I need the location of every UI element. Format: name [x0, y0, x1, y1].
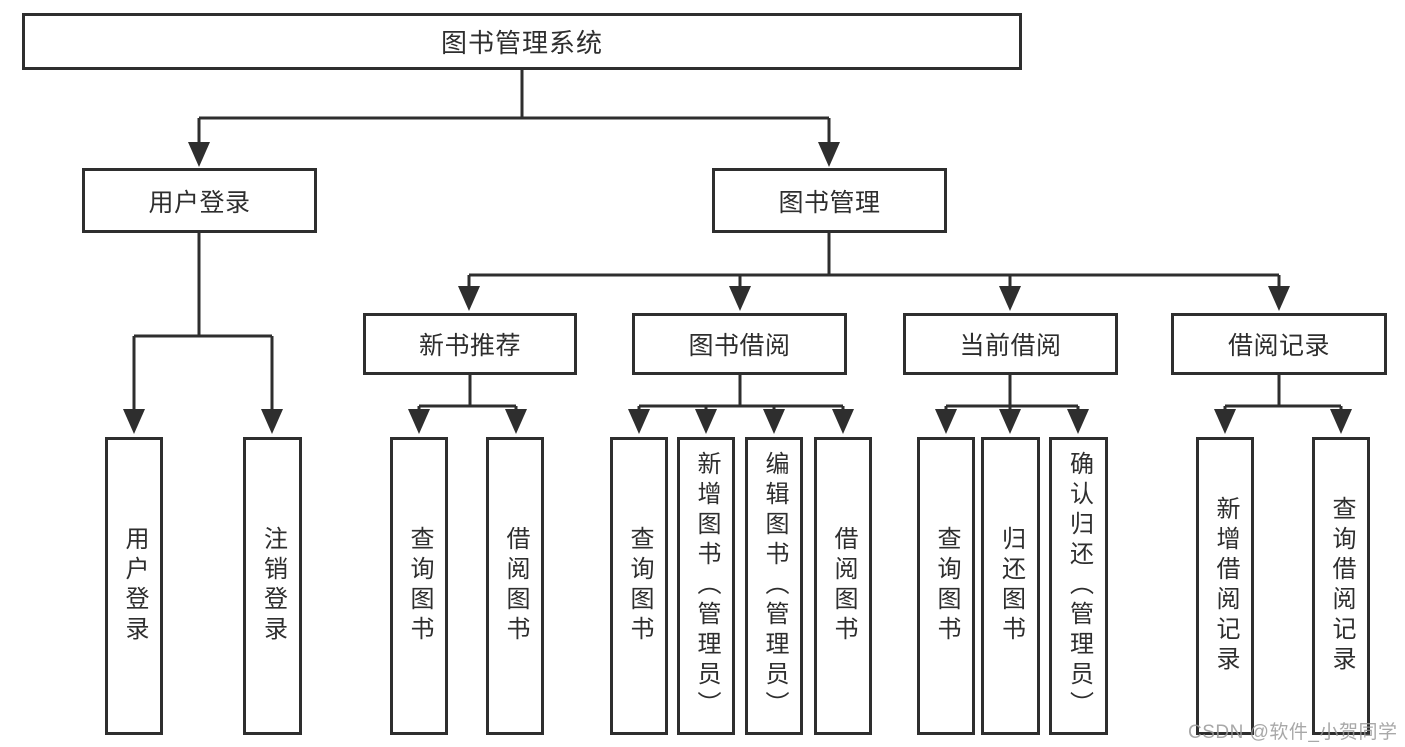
node-library-management-system: 图书管理系统 [22, 13, 1022, 70]
csdn-watermark: CSDN @软件_小贺同学 [1188, 722, 1398, 743]
leaf-logout: 注销登录 [243, 437, 302, 735]
leaf-add-borrow-record: 新增借阅记录 [1196, 437, 1254, 735]
leaf-user-login: 用户登录 [105, 437, 163, 735]
node-book-management: 图书管理 [712, 168, 947, 233]
node-label: 编辑图书（管理员） [761, 451, 788, 721]
leaf-add-books-admin: 新增图书（管理员） [677, 437, 735, 735]
node-label: 注销登录 [259, 526, 287, 646]
leaf-confirm-return-admin: 确认归还（管理员） [1049, 437, 1108, 735]
node-label: 借阅图书 [830, 526, 857, 646]
node-label: 查询借阅记录 [1328, 496, 1355, 676]
leaf-borrow-books-recommend: 借阅图书 [486, 437, 544, 735]
leaf-search-borrow-record: 查询借阅记录 [1312, 437, 1370, 735]
node-book-borrowing: 图书借阅 [632, 313, 847, 375]
node-label: 新增借阅记录 [1212, 496, 1239, 676]
leaf-edit-books-admin: 编辑图书（管理员） [745, 437, 803, 735]
node-label: 图书管理 [778, 188, 881, 217]
node-borrowing-records: 借阅记录 [1171, 313, 1387, 375]
node-label: 新增图书（管理员） [693, 451, 720, 721]
leaf-search-books-current: 查询图书 [917, 437, 975, 735]
node-label: 图书管理系统 [440, 28, 603, 58]
node-label: 确认归还（管理员） [1065, 451, 1093, 721]
node-label: 查询图书 [406, 526, 433, 646]
node-user-login: 用户登录 [82, 168, 317, 233]
node-current-borrowing: 当前借阅 [903, 313, 1118, 375]
node-label: 查询图书 [933, 526, 960, 646]
node-label: 当前借阅 [959, 332, 1062, 360]
leaf-borrow-books: 借阅图书 [814, 437, 872, 735]
arrowheads [123, 142, 1352, 434]
node-new-book-recommendation: 新书推荐 [363, 313, 577, 375]
node-label: 借阅图书 [502, 526, 529, 646]
leaf-search-books-recommend: 查询图书 [390, 437, 448, 735]
node-label: 用户登录 [148, 188, 251, 217]
leaf-search-books-borrowing: 查询图书 [610, 437, 668, 735]
node-label: 图书借阅 [688, 332, 791, 360]
leaf-return-books: 归还图书 [981, 437, 1040, 735]
node-label: 借阅记录 [1227, 332, 1330, 360]
node-label: 新书推荐 [418, 332, 521, 360]
node-label: 查询图书 [626, 526, 653, 646]
node-label: 归还图书 [997, 526, 1025, 646]
node-label: 用户登录 [121, 526, 148, 646]
